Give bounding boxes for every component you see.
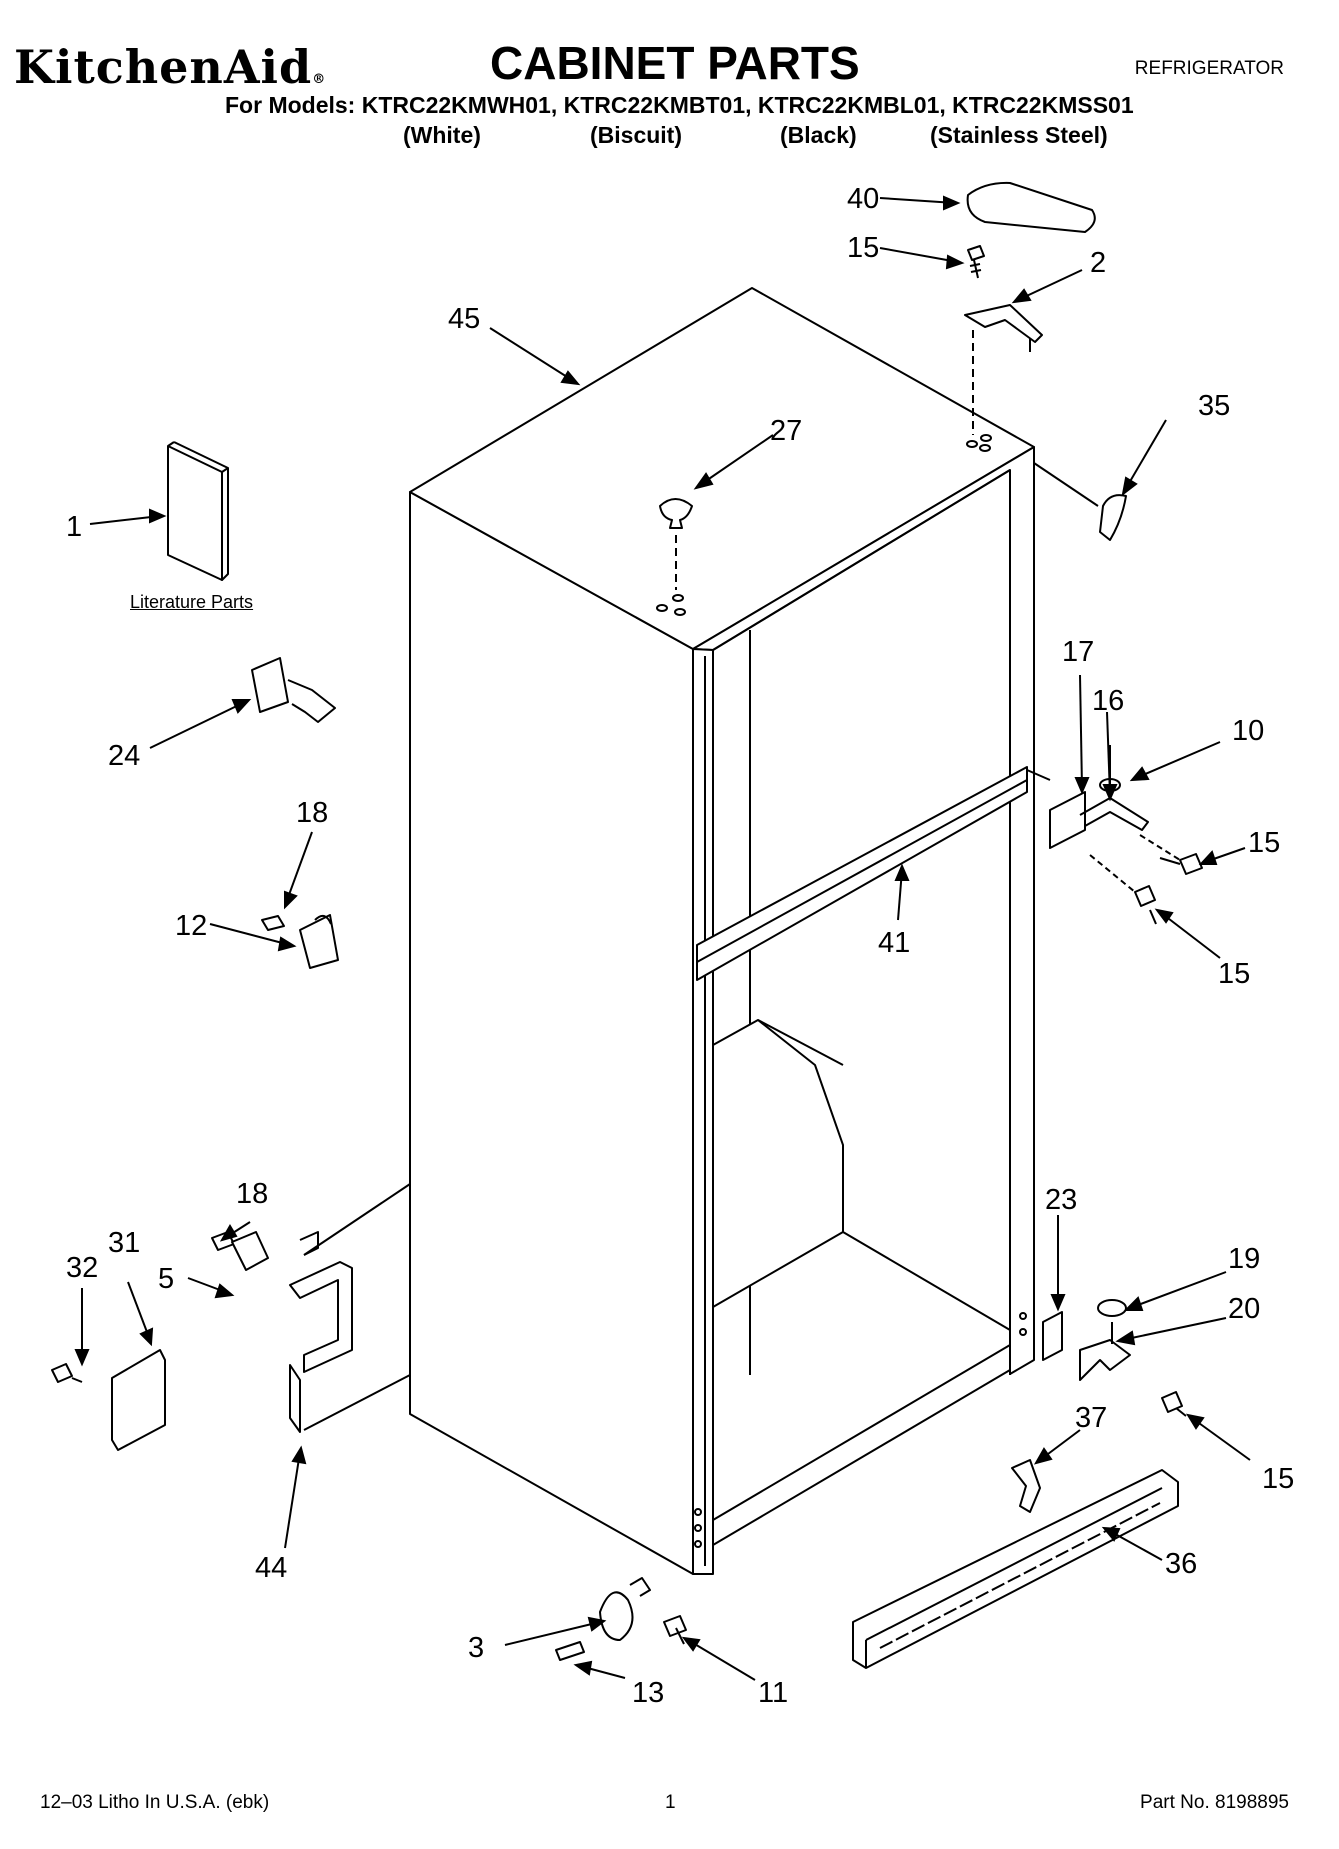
callout-32: 32 <box>66 1252 98 1284</box>
finish-black: (Black) <box>780 122 857 148</box>
callout-16: 16 <box>1092 685 1124 717</box>
hinge-cap-35 <box>1099 494 1127 541</box>
center-rail <box>696 766 1051 981</box>
appliance-type: REFRIGERATOR <box>1134 58 1284 79</box>
shim-23 <box>1042 1311 1063 1361</box>
literature-parts-label: Literature Parts <box>130 592 254 612</box>
part-24 <box>251 657 336 723</box>
cabinet-body <box>409 287 1035 1575</box>
callout-45: 45 <box>448 303 480 335</box>
callout-10: 10 <box>1232 715 1264 747</box>
callout-37: 37 <box>1075 1402 1107 1434</box>
leader-lines <box>74 195 1251 1681</box>
cover-31 <box>111 1349 166 1451</box>
callout-1: 1 <box>66 511 82 543</box>
toe-grille <box>852 1469 1179 1669</box>
callout-15: 15 <box>1248 827 1280 859</box>
bottom-hinge <box>1079 1322 1131 1381</box>
callout-27: 27 <box>770 415 802 447</box>
callout-23: 23 <box>1045 1184 1077 1216</box>
part-number: Part No. 8198895 <box>1140 1792 1289 1813</box>
screw-15b <box>1159 853 1203 875</box>
door-stop-44 <box>289 1231 353 1433</box>
callout-41: 41 <box>878 927 910 959</box>
center-hinge <box>1049 791 1149 849</box>
kitchenaid-logo: KitchenAid® <box>14 40 327 94</box>
callout-24: 24 <box>108 740 140 772</box>
screw-15c <box>1134 885 1157 925</box>
callout-44: 44 <box>255 1552 287 1584</box>
callout-18: 18 <box>236 1178 268 1210</box>
callout-12: 12 <box>175 910 207 942</box>
page-number: 1 <box>665 1792 676 1813</box>
callout-35: 35 <box>1198 390 1230 422</box>
callout-19: 19 <box>1228 1243 1260 1275</box>
callout-36: 36 <box>1165 1548 1197 1580</box>
page-title: CABINET PARTS <box>490 37 860 89</box>
leveler-3 <box>599 1577 651 1641</box>
callout-13: 13 <box>632 1677 664 1709</box>
callout-5: 5 <box>158 1263 174 1295</box>
literature-book <box>167 441 229 581</box>
callout-15: 15 <box>1218 958 1250 990</box>
callout-labels: 40 15 2 45 27 35 1 24 18 12 17 16 10 15 … <box>66 183 1294 1709</box>
finish-white: (White) <box>403 122 481 148</box>
screw-11 <box>663 1615 687 1645</box>
callout-31: 31 <box>108 1227 140 1259</box>
callout-2: 2 <box>1090 247 1106 279</box>
screw-15d <box>1161 1391 1187 1417</box>
plug <box>659 498 693 529</box>
hinge-cover-top <box>966 181 1096 233</box>
part-12-clip <box>299 914 339 969</box>
finish-biscuit: (Biscuit) <box>590 122 682 148</box>
callout-15: 15 <box>1262 1463 1294 1495</box>
callout-15: 15 <box>847 232 879 264</box>
litho-note: 12–03 Litho In U.S.A. (ebk) <box>40 1792 270 1813</box>
callout-3: 3 <box>468 1632 484 1664</box>
top-hinge <box>964 304 1043 352</box>
clip-37 <box>1011 1459 1041 1513</box>
model-list: For Models: KTRC22KMWH01, KTRC22KMBT01, … <box>225 92 1134 118</box>
washer-19 <box>1097 1299 1127 1317</box>
screw-top <box>967 245 985 279</box>
screw-32 <box>51 1363 83 1383</box>
hinge-5 <box>231 1231 269 1271</box>
callout-18: 18 <box>296 797 328 829</box>
finish-stainless: (Stainless Steel) <box>930 122 1108 148</box>
screw-18a <box>261 915 285 931</box>
callout-17: 17 <box>1062 636 1094 668</box>
callout-20: 20 <box>1228 1293 1260 1325</box>
callout-11: 11 <box>758 1677 788 1709</box>
pin-13 <box>555 1641 585 1661</box>
callout-40: 40 <box>847 183 879 215</box>
